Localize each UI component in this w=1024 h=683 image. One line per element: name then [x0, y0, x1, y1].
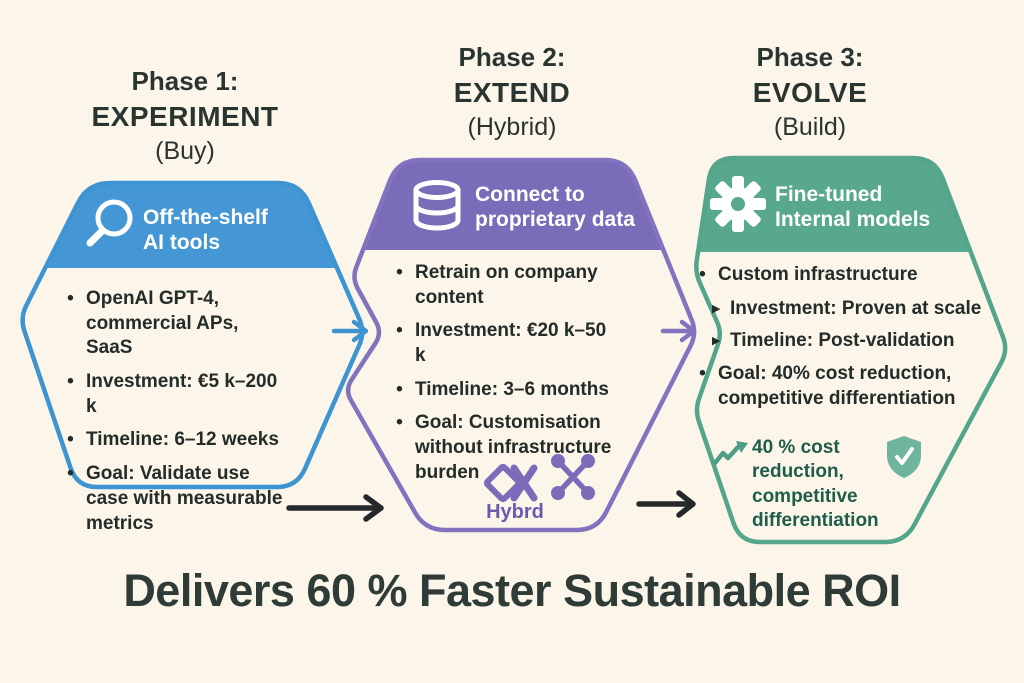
hybrid-label: Hybrd — [486, 501, 544, 523]
phase2-header-line2: proprietary data — [475, 207, 635, 231]
bullet-marker: • — [396, 378, 403, 400]
list-item: • Investment: €5 k–200 k — [64, 370, 286, 419]
gear-icon — [710, 176, 766, 232]
arrow-phase1-to-phase2-small — [331, 319, 369, 343]
bullet-marker: • — [67, 429, 74, 451]
headline: Delivers 60 % Faster Sustainable ROI — [123, 565, 901, 616]
bullet-text: Goal: Validate use case with measurable … — [86, 463, 283, 534]
phase3-title-line2: EVOLVE — [752, 77, 868, 108]
phase3-highlight-text: 40 % cost reduction, competitive differe… — [752, 437, 879, 531]
list-item: • Goal: 40% cost reduction, competitive d… — [696, 362, 996, 411]
arrow-bottom-2 — [636, 490, 696, 518]
bullet-text: Timeline: Post-validation — [730, 330, 955, 352]
phase1-header-line1: Off-the-shelf — [143, 206, 268, 229]
bullet-text: Timeline: 6–12 weeks — [86, 429, 279, 451]
arrow-bottom-1 — [286, 494, 384, 522]
bullet-marker: • — [699, 363, 706, 385]
bullet-marker: • — [699, 264, 706, 285]
list-item: • Timeline: 6–12 weeks — [64, 428, 286, 453]
bullet-text: Investment: €20 k–50 k — [415, 320, 607, 367]
list-item: • Goal: Customisation without infrastruct… — [393, 411, 621, 485]
arrow-phase2-to-phase3-small — [660, 319, 697, 343]
bullet-marker: • — [396, 412, 403, 434]
phase1-title-line3: (Buy) — [155, 137, 215, 165]
phase2-hexagon-outline — [345, 157, 697, 533]
list-item: • Goal: Validate use case with measurable… — [64, 462, 286, 536]
bullet-marker: • — [396, 320, 403, 342]
database-icon — [413, 180, 461, 231]
phase3-header-band — [698, 158, 971, 252]
phase2-bullet-list: • Retrain on company content • Investment:… — [393, 261, 621, 495]
hybrid-shapes-icon — [483, 463, 538, 503]
bullet-marker: • — [67, 371, 74, 393]
bullet-text: Investment: Proven at scale — [730, 297, 982, 319]
bullet-text: Retrain on company content — [415, 262, 598, 308]
shield-check-icon — [887, 436, 921, 478]
phase1-title: Phase 1: EXPERIMENT (Buy) — [50, 68, 320, 164]
bullet-marker: ▸ — [712, 332, 720, 350]
phase2-title-line1: Phase 2: — [458, 42, 566, 72]
phase2-header-line1: Connect to — [475, 183, 585, 206]
bullet-text: Timeline: 3–6 months — [415, 378, 609, 400]
magnifier-icon — [86, 199, 133, 247]
phase3-title: Phase 3: EVOLVE (Build) — [685, 44, 935, 140]
bullet-text: OpenAI GPT-4, commercial APs, SaaS — [86, 288, 239, 359]
list-item: • Retrain on company content — [393, 261, 621, 310]
list-item: • OpenAI GPT-4, commercial APs, SaaS — [64, 287, 286, 361]
trend-up-icon — [712, 441, 748, 466]
bullet-text: Custom infrastructure — [718, 264, 918, 285]
list-item: • Investment: €20 k–50 k — [393, 319, 621, 368]
network-nodes-icon — [551, 454, 595, 500]
bullet-marker: • — [67, 463, 74, 485]
phase3-header-label: Fine-tuned Internal models — [775, 183, 930, 232]
phase3-header-line1: Fine-tuned — [775, 183, 883, 206]
phase2-title-line3: (Hybrid) — [467, 113, 557, 141]
bullet-text: Goal: 40% cost reduction, competitive di… — [718, 363, 956, 409]
list-item: ▸ Investment: Proven at scale — [711, 297, 996, 322]
list-item: • Timeline: 3–6 months — [393, 378, 621, 403]
phase3-title-line3: (Build) — [773, 113, 847, 141]
phase1-hexagon-outline — [20, 180, 365, 490]
list-item: • Custom infrastructure — [696, 263, 996, 288]
phase1-header-line2: AI tools — [143, 230, 220, 254]
phase3-hexagon-outline — [694, 155, 1008, 545]
phase3-title-line1: Phase 3: — [756, 42, 864, 72]
phase3-header-line2: Internal models — [775, 207, 931, 231]
phase2-title-line2: EXTEND — [453, 77, 571, 108]
phase3-bullet-list: • Custom infrastructure ▸ Investment: Prov… — [696, 263, 996, 420]
phase2-title: Phase 2: EXTEND (Hybrid) — [387, 44, 637, 140]
list-item: ▸ Timeline: Post-validation — [711, 329, 996, 354]
bullet-marker: • — [396, 262, 403, 283]
phase2-header-label: Connect to proprietary data — [475, 183, 635, 232]
bullet-text: Investment: €5 k–200 k — [86, 371, 278, 417]
phase1-bullet-list: • OpenAI GPT-4, commercial APs, SaaS • Inv… — [64, 287, 286, 545]
phase1-header-label: Off-the-shelf AI tools — [143, 206, 268, 255]
bullet-marker: • — [67, 288, 74, 309]
phase1-title-line2: EXPERIMENT — [91, 101, 279, 132]
bullet-text: Goal: Customisation without infrastructu… — [415, 412, 612, 483]
phase1-title-line1: Phase 1: — [131, 66, 239, 96]
bullet-marker: ▸ — [712, 299, 720, 317]
